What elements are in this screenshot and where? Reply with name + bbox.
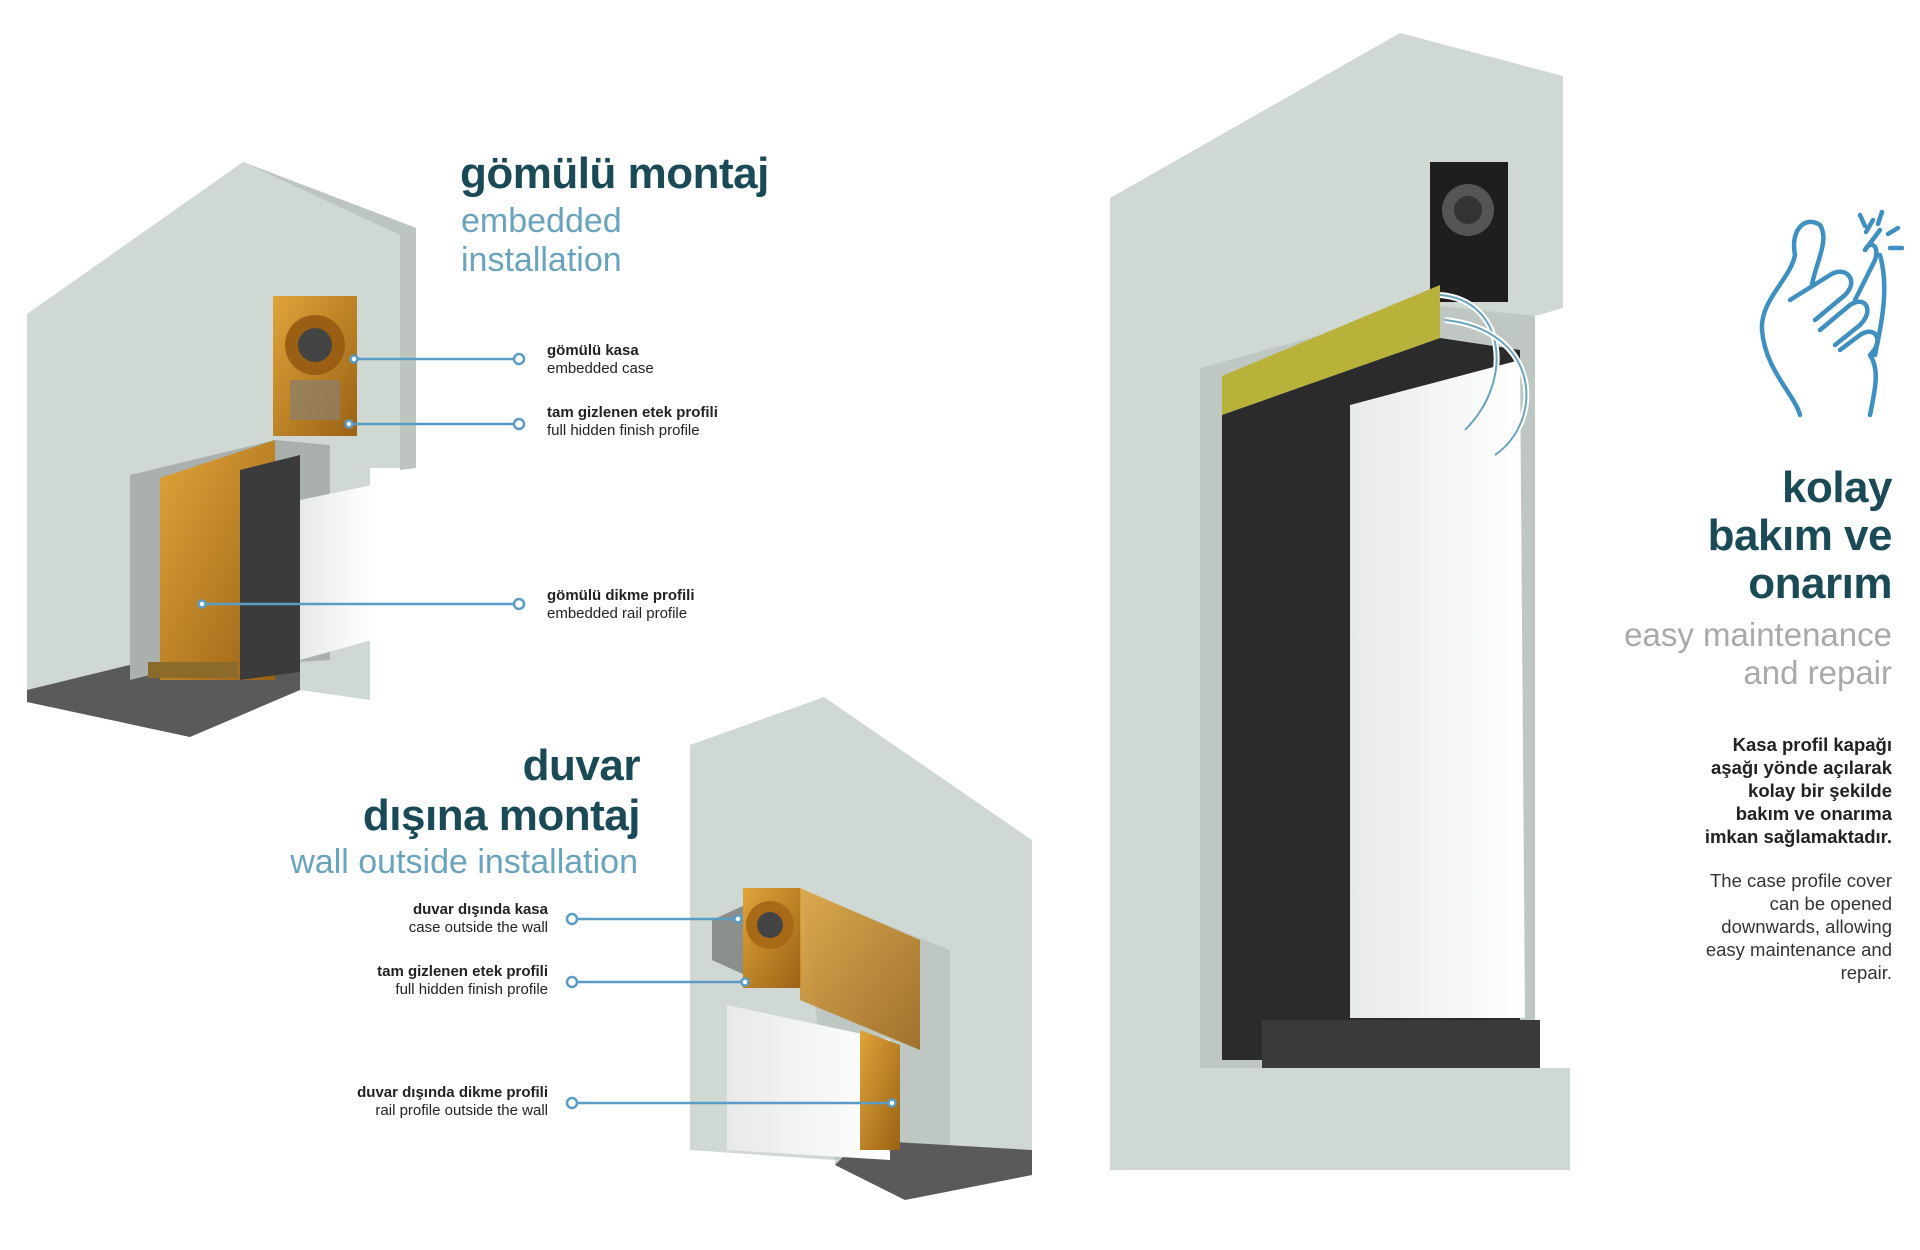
description-line: downwards, allowing <box>1721 916 1892 937</box>
wall-outside-title-line1: duvar <box>522 741 641 790</box>
callout-en: rail profile outside the wall <box>375 1102 548 1119</box>
window-maintenance-illustration <box>1110 33 1570 1170</box>
maintenance-subtitle-line1: easy maintenance <box>1624 616 1892 653</box>
rail-profile-outside-wall <box>860 1030 900 1150</box>
callout-embedded-case: gömülü kasa embedded case <box>547 342 654 378</box>
maintenance-title-line2: bakım ve <box>1707 511 1893 560</box>
callout-en: full hidden finish profile <box>395 981 548 998</box>
callout-tr: duvar dışında kasa <box>412 901 548 918</box>
open-arrow-icon <box>1444 319 1528 456</box>
description-line: kolay bir şekilde <box>1748 780 1892 801</box>
callout-case-outside: duvar dışında kasa case outside the wall <box>409 901 548 937</box>
maintenance-subtitle-line2: and repair <box>1743 654 1892 691</box>
description-line: aşağı yönde açılarak <box>1711 757 1892 778</box>
callout-en: case outside the wall <box>408 919 548 936</box>
wall-outside-installation-illustration <box>690 697 1032 1200</box>
maintenance-description-tr: Kasa profil kapağı aşağı yönde açılarak … <box>1705 733 1892 848</box>
maintenance-title: kolay bakım ve onarım <box>1707 463 1893 608</box>
maintenance-title-line3: onarım <box>1748 559 1892 608</box>
embedded-title: gömülü montaj <box>460 149 769 198</box>
wall-outside-title-line2: dışına montaj <box>362 791 641 840</box>
callout-en: embedded case <box>547 360 654 377</box>
callout-finish-profile: tam gizlenen etek profili full hidden fi… <box>547 404 718 440</box>
open-arrow-icon <box>1439 294 1498 431</box>
callout-tr: tam gizlenen etek profili <box>547 404 718 421</box>
hand-snap-icon <box>1759 209 1905 418</box>
callout-tr: duvar dışında dikme profili <box>357 1084 548 1101</box>
callout-lines <box>197 352 897 1110</box>
callout-tr: tam gizlenen etek profili <box>377 963 548 980</box>
embedded-subtitle-line1: embedded <box>461 202 622 240</box>
description-line: The case profile cover <box>1709 870 1892 891</box>
maintenance-subtitle: easy maintenance and repair <box>1624 616 1892 692</box>
description-line: imkan sağlamaktadır. <box>1704 826 1892 847</box>
callout-rail-profile: gömülü dikme profili embedded rail profi… <box>547 587 695 623</box>
maintenance-description-en: The case profile cover can be opened dow… <box>1706 869 1892 984</box>
embedded-subtitle-line2: installation <box>461 241 622 279</box>
callout-tr: gömülü kasa <box>547 342 639 359</box>
description-line: easy maintenance and <box>1705 939 1892 960</box>
embedded-installation-illustration <box>27 162 416 737</box>
callout-finish-profile-outside: tam gizlenen etek profili full hidden fi… <box>377 963 548 999</box>
callout-rail-outside: duvar dışında dikme profili rail profile… <box>357 1084 548 1120</box>
wall-outside-subtitle: wall outside installation <box>290 843 638 881</box>
callout-tr: gömülü dikme profili <box>547 587 695 604</box>
description-line: bakım ve onarıma <box>1735 803 1892 824</box>
description-line: can be opened <box>1769 893 1892 914</box>
opened-case-cover <box>1222 285 1440 415</box>
description-line: Kasa profil kapağı <box>1732 734 1892 755</box>
callout-en: embedded rail profile <box>547 605 688 622</box>
maintenance-title-line1: kolay <box>1781 463 1893 512</box>
description-line: repair. <box>1840 962 1892 983</box>
callout-en: full hidden finish profile <box>547 422 700 439</box>
